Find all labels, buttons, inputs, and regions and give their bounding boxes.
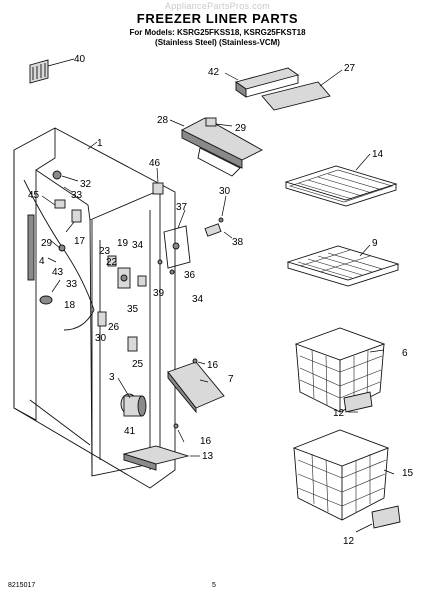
part-12-label-lower — [371, 505, 401, 529]
callout-29b: 29 — [235, 123, 247, 134]
callout-33b: 33 — [66, 279, 78, 290]
callout-45: 45 — [28, 190, 40, 201]
callout-42: 42 — [208, 67, 220, 78]
callout-19: 19 — [117, 238, 129, 249]
callout-33: 33 — [71, 190, 83, 201]
callout-3: 3 — [109, 372, 115, 383]
part-1-freezer-liner — [13, 127, 176, 489]
part-28-air-duct — [181, 117, 263, 177]
part-16-screw-lower — [173, 423, 179, 429]
callout-34b: 34 — [192, 294, 204, 305]
callout-30: 30 — [219, 186, 231, 197]
page-title: FREEZER LINER PARTS — [136, 11, 299, 26]
part-6-basket — [294, 327, 386, 413]
callout-25: 25 — [132, 359, 144, 370]
callout-26: 26 — [108, 322, 120, 333]
callout-28: 28 — [157, 115, 169, 126]
part-14-wire-shelf — [284, 165, 398, 207]
callout-36: 36 — [184, 270, 196, 281]
part-16-screw-upper — [192, 358, 198, 364]
callout-35: 35 — [127, 304, 139, 315]
callout-27: 27 — [344, 63, 356, 74]
callout-32: 32 — [80, 179, 92, 190]
callout-43: 43 — [52, 267, 64, 278]
callout-9: 9 — [372, 238, 378, 249]
callout-23: 23 — [99, 246, 111, 257]
callout-46: 46 — [149, 158, 161, 169]
callout-30b: 30 — [95, 333, 107, 344]
callout-18: 18 — [64, 300, 76, 311]
callout-1: 1 — [97, 138, 103, 149]
page-number: 5 — [212, 582, 216, 589]
leader-lines — [41, 58, 395, 533]
callout-37: 37 — [176, 202, 188, 213]
part-27-cover — [261, 81, 331, 111]
callout-15: 15 — [402, 468, 414, 479]
callout-22: 22 — [106, 257, 118, 268]
callout-34: 34 — [132, 240, 144, 251]
callout-41: 41 — [124, 426, 136, 437]
callout-12: 12 — [333, 408, 345, 419]
part-3-41-fan-parts — [120, 393, 147, 417]
part-7-module — [167, 361, 225, 414]
callout-16: 16 — [207, 360, 219, 371]
variants-line: (Stainless Steel) (Stainless-VCM) — [155, 38, 280, 47]
control-parts — [117, 217, 224, 289]
watermark: AppliancePartsPros.com — [164, 1, 271, 11]
part-13-trim-side — [123, 453, 157, 471]
callout-38: 38 — [232, 237, 244, 248]
callout-39: 39 — [153, 288, 165, 299]
callout-12b: 12 — [343, 536, 355, 547]
callout-14: 14 — [372, 149, 384, 160]
models-line: For Models: KSRG25FKSS18, KSRG25FKST18 — [129, 28, 306, 37]
part-42-bracket — [234, 67, 300, 98]
part-12-label-upper — [343, 391, 373, 413]
part-46-clip — [152, 182, 164, 195]
callout-40: 40 — [74, 54, 86, 65]
liner-hardware — [39, 170, 138, 352]
callout-7: 7 — [228, 374, 234, 385]
part-15-basket — [292, 429, 390, 521]
part-40-grille — [29, 59, 49, 84]
callout-numbers: 40 1 32 33 45 29 4 43 33 17 46 28 29 42 … — [28, 54, 414, 547]
callout-17: 17 — [74, 236, 86, 247]
callout-29: 29 — [41, 238, 53, 249]
callout-4: 4 — [39, 256, 45, 267]
callout-16b: 16 — [200, 436, 212, 447]
callout-6: 6 — [402, 348, 408, 359]
document-number: 8215017 — [8, 582, 36, 589]
callout-13: 13 — [202, 451, 214, 462]
part-9-wire-shelf — [286, 245, 400, 287]
